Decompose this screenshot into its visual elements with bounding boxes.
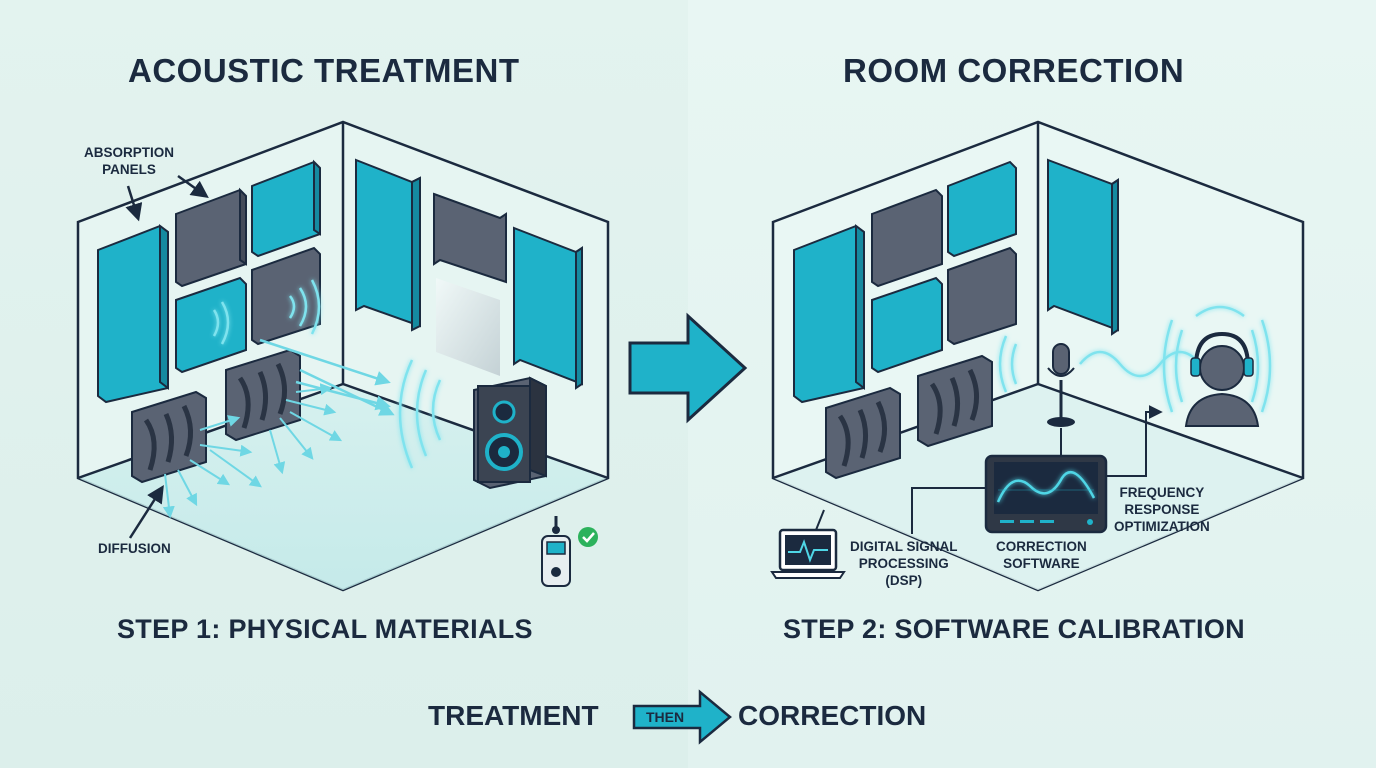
glass-panel — [436, 278, 500, 376]
absorption-panels-label: ABSORPTION PANELS — [84, 145, 175, 177]
then-arrow-icon — [632, 689, 732, 745]
dsp-label: DIGITAL SIGNAL PROCESSING (DSP) — [850, 539, 958, 588]
step-1-caption: STEP 1: PHYSICAL MATERIALS — [117, 614, 533, 644]
headphones-listener-icon — [1184, 331, 1260, 427]
sound-meter-icon — [541, 516, 571, 587]
monitor-icon — [984, 454, 1108, 534]
diffusers-left — [131, 348, 301, 484]
left-title: ACOUSTIC TREATMENT — [128, 52, 520, 89]
bottom-treatment-word: TREATMENT — [428, 700, 599, 731]
diffusion-label: DIFFUSION — [98, 541, 171, 556]
correction-software-label: CORRECTION SOFTWARE — [996, 539, 1087, 571]
laptop-icon — [770, 528, 846, 579]
connector-lines-right — [911, 405, 1163, 534]
sound-waves-right — [998, 305, 1272, 413]
microphone-icon — [1047, 343, 1075, 427]
frequency-response-label: FREQUENCY RESPONSE OPTIMIZATION — [1114, 485, 1210, 534]
speaker-icon — [473, 376, 547, 490]
diffusion-arrows — [162, 338, 395, 519]
laptop-connector — [815, 509, 825, 531]
step-2-caption: STEP 2: SOFTWARE CALIBRATION — [783, 614, 1245, 644]
right-title: ROOM CORRECTION — [843, 52, 1185, 89]
label-pointers-left — [125, 174, 209, 539]
checkmark-icon — [578, 527, 598, 547]
diffusers-right — [825, 354, 993, 480]
arrow-right-icon — [628, 312, 748, 424]
bottom-then-word: THEN — [646, 709, 685, 725]
bottom-correction-word: CORRECTION — [738, 700, 927, 731]
absorption-panels-right — [793, 158, 1119, 404]
sound-waves-left — [212, 279, 442, 469]
absorption-panels-left — [97, 158, 583, 404]
